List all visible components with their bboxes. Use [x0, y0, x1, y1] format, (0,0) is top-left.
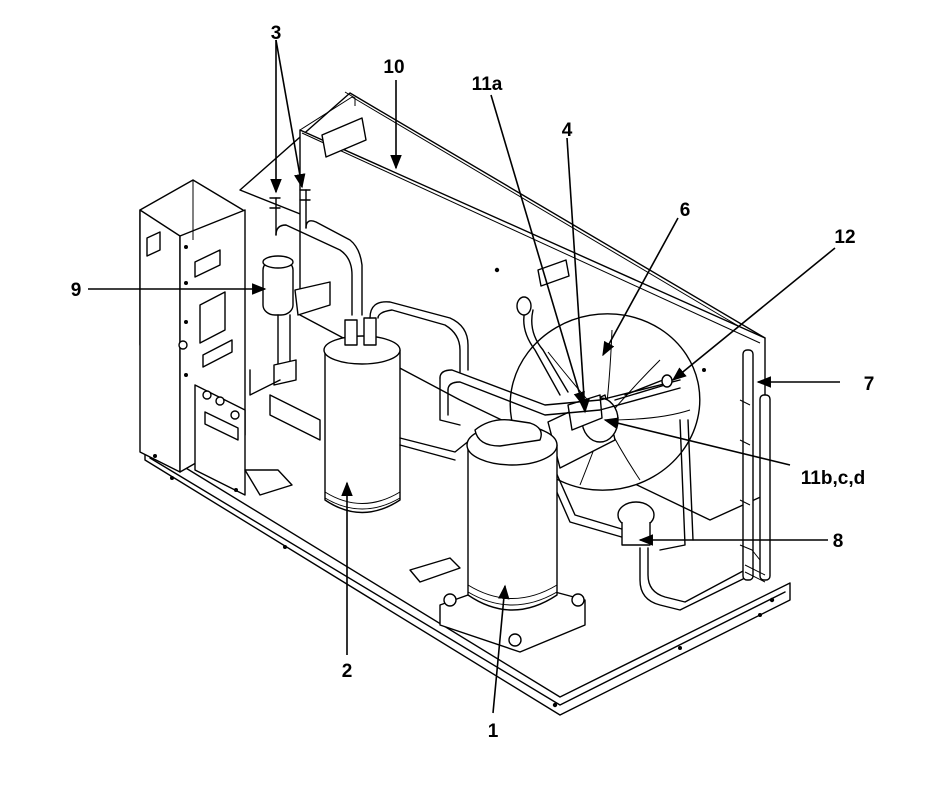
callout-6: 6: [680, 200, 691, 221]
liquid-line-tubes: [739, 349, 775, 603]
callout-7: 7: [864, 374, 875, 395]
callout-1: 1: [488, 721, 499, 742]
callout-leaders: [88, 39, 840, 714]
callout-9: 9: [71, 280, 82, 301]
callout-labels: 3 10 11a 4 6 12 9 7 11b,c,d 8 2 1: [71, 23, 875, 742]
accumulator-valve: [617, 501, 655, 546]
refrigerant-piping: [399, 296, 746, 611]
callout-12: 12: [834, 227, 855, 248]
callout-3: 3: [271, 23, 282, 44]
filter-drier-assembly: [249, 189, 363, 441]
callout-4: 4: [562, 120, 573, 141]
callout-11a: 11a: [472, 74, 503, 95]
scroll-compressor: [439, 419, 586, 653]
callout-2: 2: [342, 661, 353, 682]
callout-8: 8: [833, 531, 844, 552]
base-label-plate: [409, 557, 461, 583]
receiver-tank: [323, 301, 469, 514]
callout-10: 10: [383, 57, 404, 78]
callout-11bcd: 11b,c,d: [801, 468, 865, 489]
control-box: [139, 179, 293, 496]
